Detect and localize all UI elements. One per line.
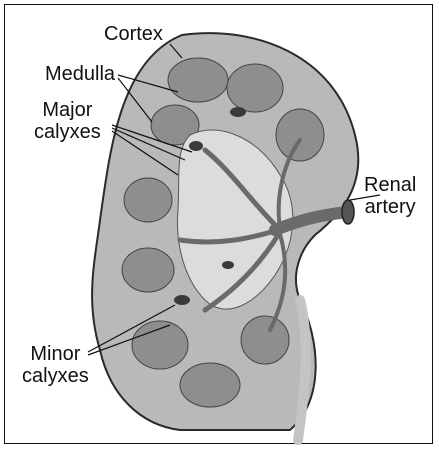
pyramid [180, 363, 240, 407]
pyramid [168, 58, 228, 102]
calyx-opening [230, 107, 246, 117]
pyramid [124, 178, 172, 222]
calyx-opening [174, 295, 190, 305]
calyx-opening [222, 261, 234, 269]
pyramid [241, 316, 289, 364]
label-renal-artery: Renal artery [364, 174, 416, 218]
pyramid [122, 248, 174, 292]
calyx-opening [189, 141, 203, 151]
pyramid [227, 64, 283, 112]
label-minor-calyxes: Minor calyxes [22, 343, 89, 387]
label-major-calyxes: Major calyxes [34, 99, 101, 143]
renal-artery-opening [342, 200, 354, 224]
label-cortex: Cortex [104, 23, 163, 45]
pyramid [276, 109, 324, 161]
label-medulla: Medulla [45, 63, 115, 85]
